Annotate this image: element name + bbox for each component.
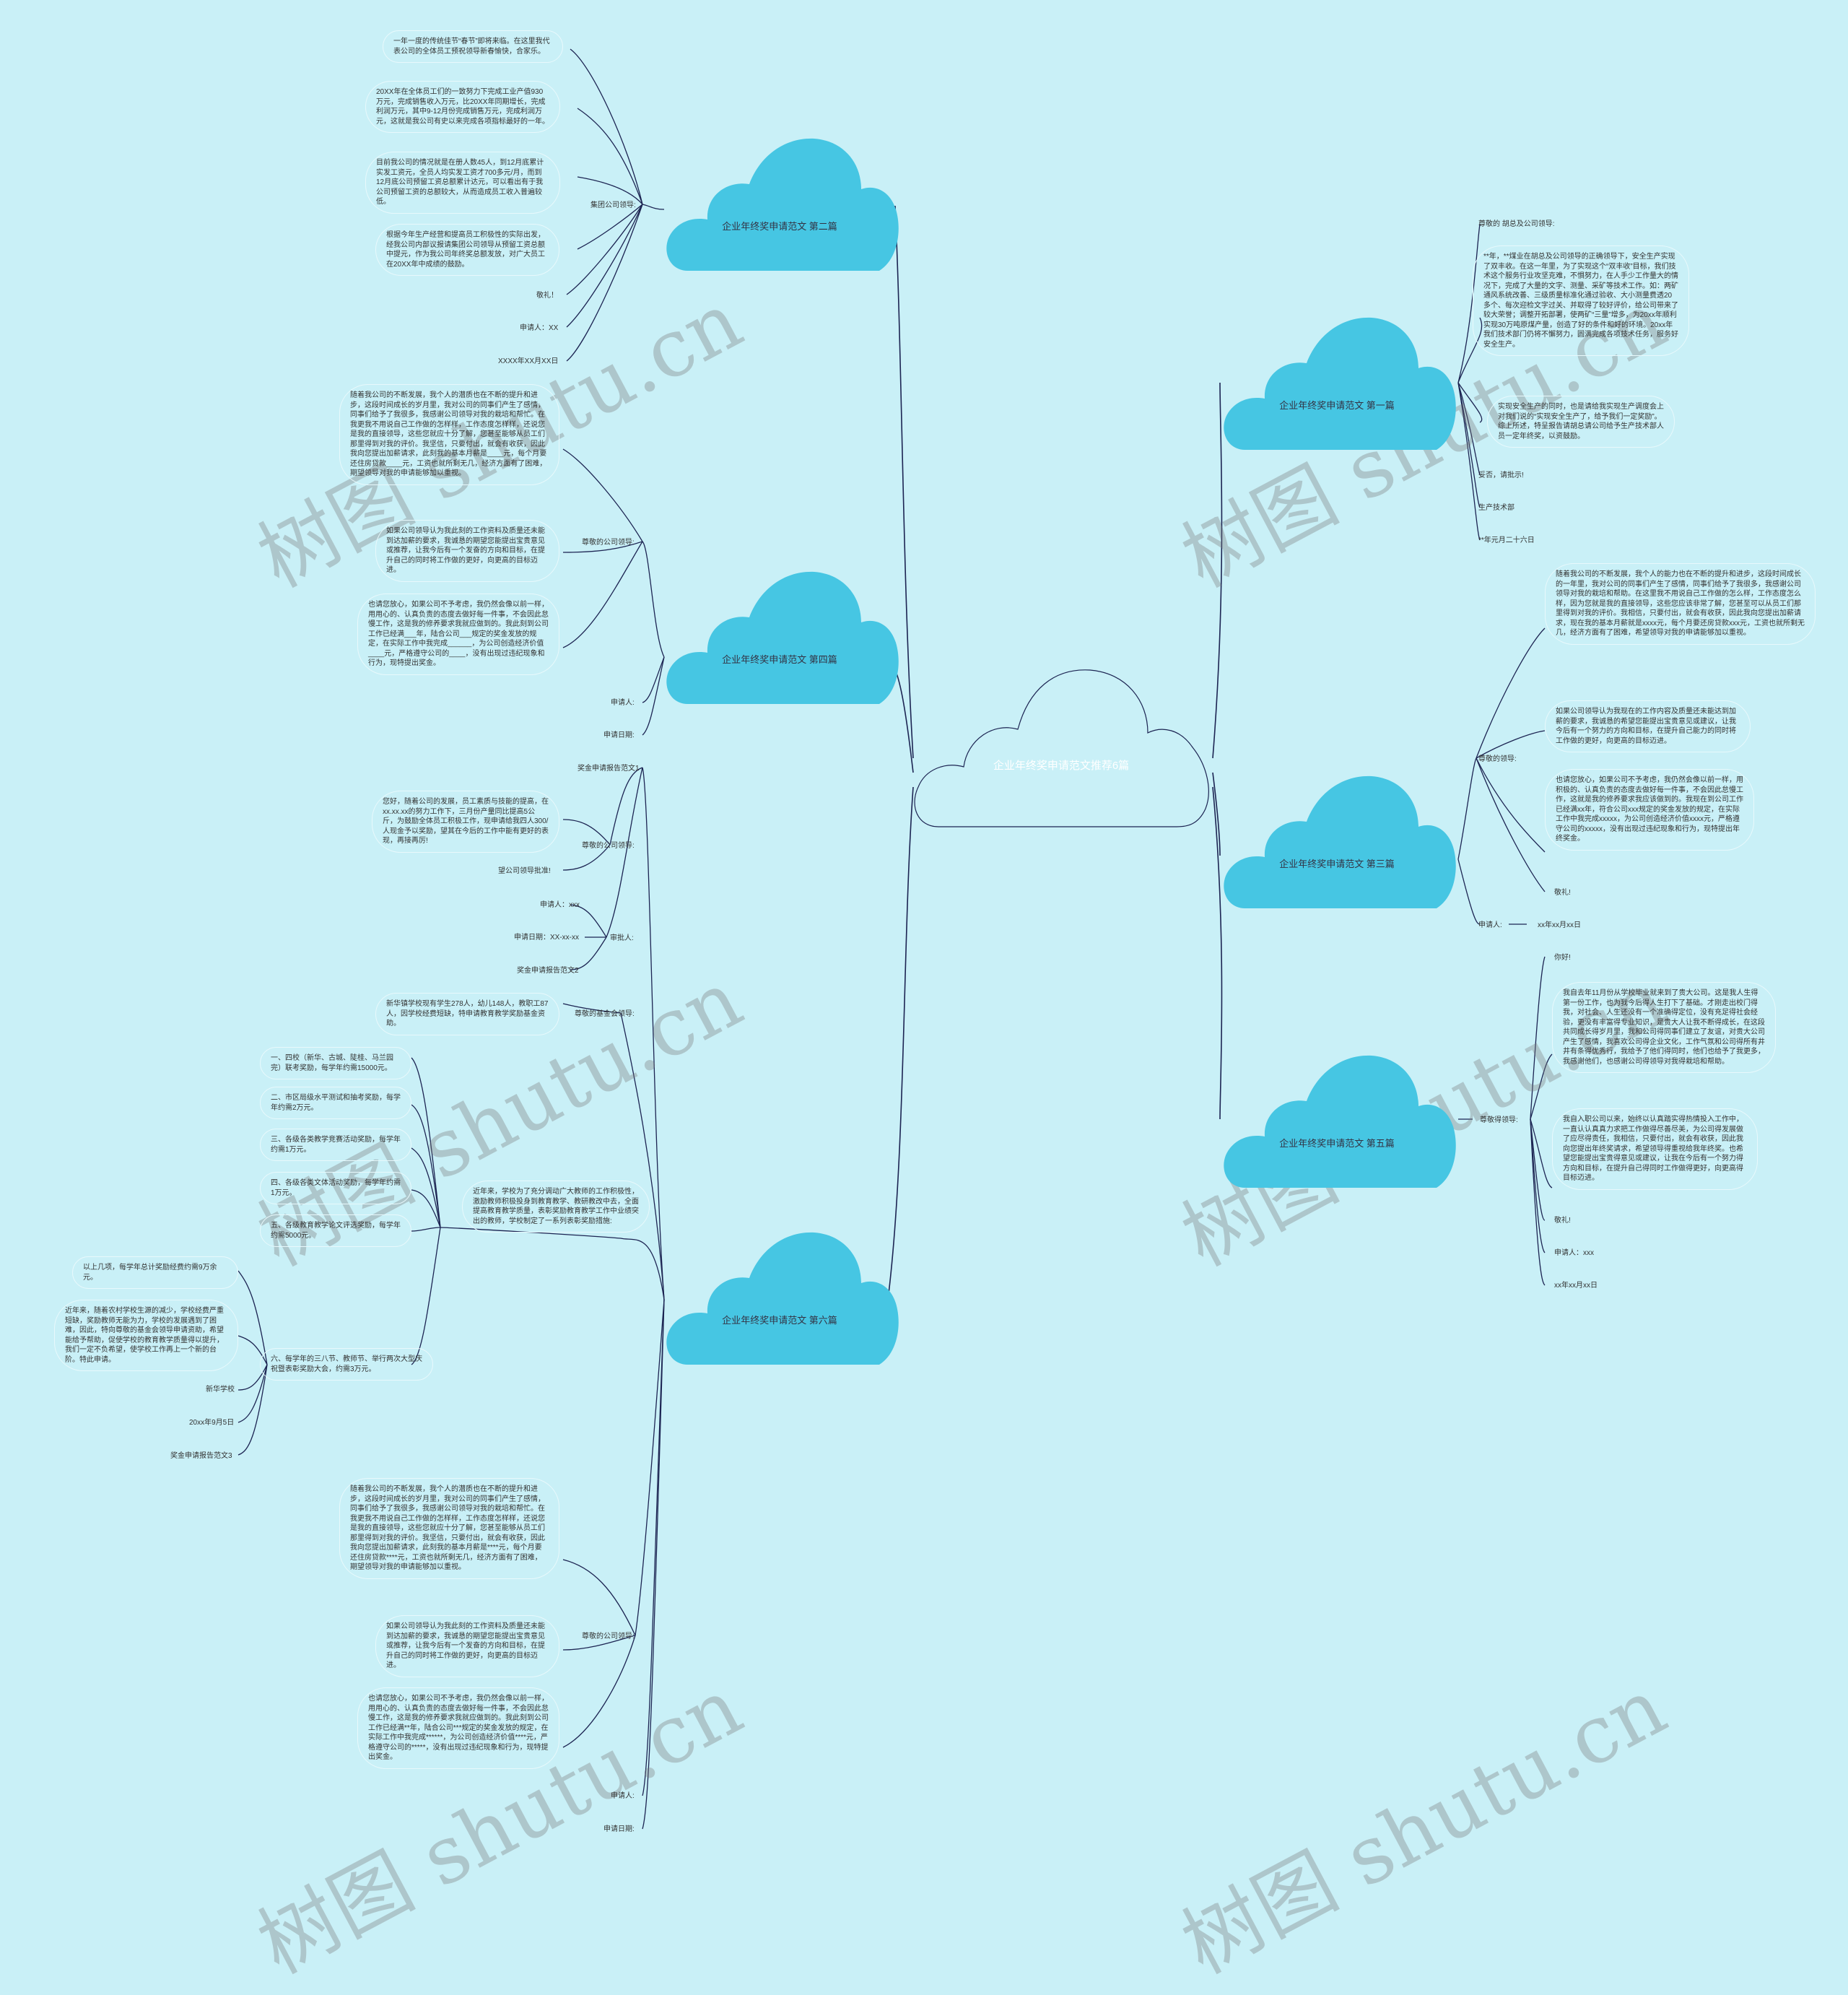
branch-5-title[interactable]: 企业年终奖申请范文 第五篇 [1279, 1138, 1395, 1149]
cloud-branch-4 [666, 571, 899, 704]
b2-closing: 敬礼！ [536, 292, 558, 300]
branch-6-title[interactable]: 企业年终奖申请范文 第六篇 [722, 1315, 837, 1326]
b6-s3-date: 申请日期: [603, 1825, 635, 1833]
b2-date: XXXX年XX月XX日 [498, 357, 559, 365]
b6-s2-item: 二、市区局级水平测试和抽考奖励，每学年约需2万元。 [260, 1087, 411, 1119]
b6-s3-para: 如果公司领导认为我此刻的工作资料及质量还未能到达加薪的要求，我诚恳的期望您能提出… [375, 1615, 559, 1677]
b5-hub[interactable]: 尊敬得领导: [1480, 1116, 1518, 1124]
b4-para: 如果公司领导认为我此刻的工作资料及质量还未能到达加薪的要求，我诚恳的期望您能提出… [375, 520, 559, 582]
b4-applicant: 申请人: [611, 699, 635, 707]
b6-s3-label: 奖金申请报告范文3 [170, 1452, 232, 1460]
branch-1-title[interactable]: 企业年终奖申请范文 第一篇 [1279, 400, 1395, 411]
b4-hub[interactable]: 尊敬的公司领导: [582, 539, 635, 547]
b6-s1-para: 您好，随着公司的发展，员工素质与技能的提高，在xx.xx.xx的努力工作下，三月… [372, 791, 559, 853]
b6-s2-label: 奖金申请报告范文2 [517, 967, 579, 975]
b6-s1-approve: 望公司领导批准! [498, 867, 551, 875]
b2-para: 目前我公司的情况就是在册人数45人，到12月底累计实发工资元，全员人均实发工资才… [365, 152, 560, 214]
b2-para: 一年一度的传统佳节“春节”即将来临。在这里我代表公司的全体员工预祝领导新春愉快，… [383, 30, 563, 63]
b6-s2-date: 20xx年9月5日 [189, 1419, 235, 1427]
central-topic[interactable]: 企业年终奖申请范文推荐6篇 [993, 760, 1130, 772]
b1-greeting: 尊敬的 胡总及公司领导: [1478, 220, 1555, 228]
cloud-branch-1 [1224, 317, 1456, 450]
branch-4-title[interactable]: 企业年终奖申请范文 第四篇 [722, 654, 837, 665]
b6-s1-applicant: 申请人：xxx [540, 901, 580, 909]
b6-s2-item: 六、每学年的三八节、教师节、举行两次大型庆祝暨表彰奖励大会，约需3万元。 [260, 1348, 433, 1381]
b5-date: xx年xx月xx日 [1554, 1282, 1598, 1290]
b2-hub[interactable]: 集团公司领导: [590, 201, 636, 209]
b6-s1-label[interactable]: 奖金申请报告范文1 [578, 765, 640, 773]
b6-s3-applicant: 申请人: [611, 1792, 635, 1800]
b3-hub[interactable]: 尊敬的领导: [1478, 755, 1517, 763]
b6-s1-hub[interactable]: 尊敬的公司领导: [582, 842, 635, 850]
cloud-branch-3 [1224, 775, 1456, 908]
b1-department: 生产技术部 [1478, 504, 1514, 512]
b6-s2-measures: 近年来，学校为了充分调动广大教师的工作积极性，激励教师积极投身到教育教学、教研教… [462, 1181, 650, 1233]
b3-date: xx年xx月xx日 [1538, 921, 1581, 929]
b6-s2-school: 新华学校 [206, 1386, 235, 1394]
branch-2-title[interactable]: 企业年终奖申请范文 第二篇 [722, 221, 837, 232]
b5-para: 我自入职公司以来，始终以认真踏实得热情投入工作中，一直认认真真力求把工作做得尽善… [1552, 1108, 1758, 1190]
b1-date: **年元月二十六日 [1478, 536, 1535, 544]
b6-s1-date: 申请日期：XX-xx-xx [514, 934, 579, 942]
b2-para: 20XX年在全体员工们的一致努力下完成工业产值930万元，完成销售收入万元，比2… [365, 81, 560, 133]
b2-applicant: 申请人：XX [520, 324, 559, 332]
b1-para: 实现安全生产的同时，也是请给我实现生产调度会上对我们说的“实现安全生产了，给予我… [1487, 396, 1675, 448]
b3-hub2[interactable]: 申请人: [1478, 921, 1502, 929]
b4-para: 也请您放心，如果公司不予考虑，我仍然会像以前一样，用用心的、认真负责的态度去做好… [357, 594, 559, 675]
branch-3-title[interactable]: 企业年终奖申请范文 第三篇 [1279, 859, 1395, 869]
b5-closing: 敬礼! [1554, 1217, 1571, 1225]
b6-s2-item: 四、各级各类文体活动奖励，每学年约需1万元。 [260, 1172, 411, 1204]
b6-s1-hub2[interactable]: 审批人: [610, 934, 634, 942]
cloud-branch-2 [666, 138, 899, 271]
b6-s2-hub[interactable]: 尊敬的基金会领导: [575, 1010, 635, 1018]
b6-s2-item: 五、各级教育教学论文评选奖励，每学年约需5000元。 [260, 1214, 411, 1247]
cloud-branch-5 [1224, 1055, 1456, 1188]
b5-greeting: 你好! [1554, 954, 1571, 962]
b3-para: 如果公司领导认为我现在的工作内容及质量还未能达到加薪的要求，我诚恳的希望您能提出… [1545, 700, 1751, 752]
b6-s2-para: 近年来，随着农村学校生源的减少，学校经费严重短缺，奖励教师无能为力，学校的发展遇… [54, 1300, 238, 1371]
b6-s3-para: 也请您放心，如果公司不予考虑，我仍然会像以前一样，用用心的、认真负责的态度去做好… [357, 1687, 559, 1769]
b6-s3-hub[interactable]: 尊敬的公司领导: [582, 1633, 635, 1640]
cloud-branch-6 [666, 1232, 899, 1365]
b1-para: **年，**煤业在胡总及公司领导的正确领导下，安全生产实现了双丰收。在这一年里，… [1473, 245, 1689, 356]
b4-date: 申请日期: [603, 731, 635, 739]
b6-s2-item: 一、四校（新华、古城、陡桂、马兰园完）联考奖励，每学年约需15000元。 [260, 1047, 411, 1079]
b5-applicant: 申请人：xxx [1554, 1249, 1594, 1257]
b3-closing: 敬礼! [1554, 889, 1571, 897]
b1-instruction: 妥否，请批示! [1478, 471, 1524, 479]
b6-s2-para: 新华镇学校现有学生278人，幼儿148人，教职工87人，因学校经费短缺，特申请教… [375, 993, 559, 1035]
b3-para: 随着我公司的不断发展，我个人的能力也在不断的提升和进步，这段时间成长的一年里，我… [1545, 563, 1816, 645]
b2-para: 根据今年生产经营和提高员工积极性的实际出发，经我公司内部议报请集团公司领导从预留… [375, 224, 559, 276]
b4-para: 随着我公司的不断发展，我个人的潜质也在不断的提升和进步，这段时间成长的岁月里，我… [339, 384, 559, 485]
b6-s2-item: 三、各级各类教学竞赛活动奖励，每学年约需1万元。 [260, 1129, 411, 1161]
b5-para: 我自去年11月份从学校毕业就来到了贵大公司。这是我人生得第一份工作，也为我今后得… [1552, 982, 1776, 1073]
central-cloud [914, 669, 1209, 827]
b3-para: 也请您放心，如果公司不予考虑，我仍然会像以前一样，用积极的、认真负责的态度去做好… [1545, 769, 1754, 851]
b6-s3-para: 随着我公司的不断发展，我个人的潜质也在不断的提升和进步，这段时间成长的岁月里，我… [339, 1478, 559, 1579]
b6-s2-total: 以上几项，每学年总计奖励经费约需9万余元。 [72, 1256, 238, 1289]
